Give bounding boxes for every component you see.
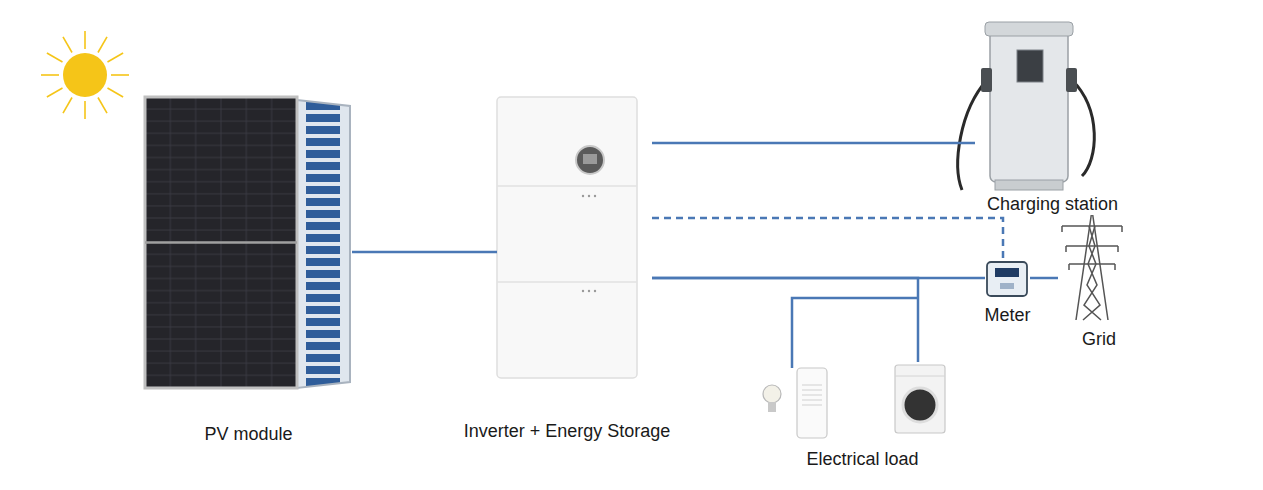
meter-window xyxy=(1000,283,1014,289)
power-line xyxy=(652,142,975,145)
sun-disc xyxy=(63,53,107,97)
power-line xyxy=(1030,277,1058,280)
node-caption: Inverter + Energy Storage xyxy=(462,420,673,442)
washer-panel xyxy=(895,376,945,377)
washing-machine xyxy=(895,365,945,433)
node-caption: Grid xyxy=(1080,328,1118,350)
status-dot xyxy=(594,290,596,292)
electrical-load: Electrical load xyxy=(760,362,965,470)
air-cooler xyxy=(797,368,827,438)
sun-ray xyxy=(98,98,107,114)
sun-ray xyxy=(47,53,63,62)
status-dot xyxy=(582,290,584,292)
sun-ray xyxy=(108,53,124,62)
inverter-display xyxy=(576,146,604,174)
charger-cable xyxy=(1072,80,1094,176)
charger-holster xyxy=(1066,68,1077,92)
inverter-cabinet xyxy=(497,97,637,378)
caption-group: Inverter + Energy Storage xyxy=(462,420,673,442)
sun-ray xyxy=(98,37,107,53)
insulators xyxy=(1062,226,1122,270)
pv-front-panel xyxy=(145,97,297,388)
caption-group: PV module xyxy=(202,423,294,445)
sun-ray xyxy=(84,31,86,49)
power-line xyxy=(652,278,918,362)
washer-door xyxy=(903,388,937,422)
caption-group: Electrical load xyxy=(804,448,920,470)
charger-holster xyxy=(981,68,992,92)
caption-group: Grid xyxy=(1080,328,1118,350)
pv-module: PV module xyxy=(145,95,352,445)
cabinet-seam xyxy=(497,185,637,187)
grid-tower xyxy=(1062,210,1122,320)
meter-display xyxy=(995,268,1019,277)
power-line xyxy=(652,218,1003,258)
sun-rays xyxy=(41,31,129,119)
node-caption: Charging station xyxy=(985,193,1120,215)
charger-cap xyxy=(985,22,1073,36)
sun-ray xyxy=(41,74,59,76)
pv-back-panel xyxy=(297,100,350,388)
node-caption: Meter xyxy=(982,304,1032,326)
load-branch-wire xyxy=(792,298,918,368)
grid: Grid xyxy=(1058,205,1140,350)
sun-ray xyxy=(84,101,86,119)
lamp-bulb xyxy=(763,385,781,403)
status-dot xyxy=(582,195,584,197)
status-dot xyxy=(594,195,596,197)
charger-body xyxy=(990,30,1068,182)
charger-screen xyxy=(1017,50,1043,82)
sun-ray xyxy=(108,88,124,97)
meter-icon xyxy=(987,262,1027,296)
power-line xyxy=(352,251,497,254)
meter: Meter xyxy=(985,258,1030,326)
caption-group: Meter xyxy=(982,304,1032,326)
lamp-base xyxy=(768,402,776,412)
pv-mid-bar xyxy=(145,241,297,244)
sun-ray xyxy=(111,74,129,76)
status-dot xyxy=(588,195,590,197)
status-dot xyxy=(588,290,590,292)
inverter-storage: Inverter + Energy Storage xyxy=(497,97,637,442)
node-caption: Electrical load xyxy=(804,448,920,470)
cabinet-seam xyxy=(497,281,637,283)
charging-station: Charging station xyxy=(975,5,1130,215)
cooler-grille xyxy=(802,385,822,405)
sun-ray xyxy=(63,98,72,114)
tower-arms xyxy=(1062,226,1122,264)
sun-ray xyxy=(47,88,63,97)
sun-ray xyxy=(63,37,72,53)
charger-base xyxy=(995,180,1063,190)
tower-lattice xyxy=(1083,226,1101,320)
charger-cable xyxy=(958,80,987,190)
caption-group: Charging station xyxy=(985,193,1120,215)
display-screen xyxy=(583,154,597,164)
node-caption: PV module xyxy=(202,423,294,445)
